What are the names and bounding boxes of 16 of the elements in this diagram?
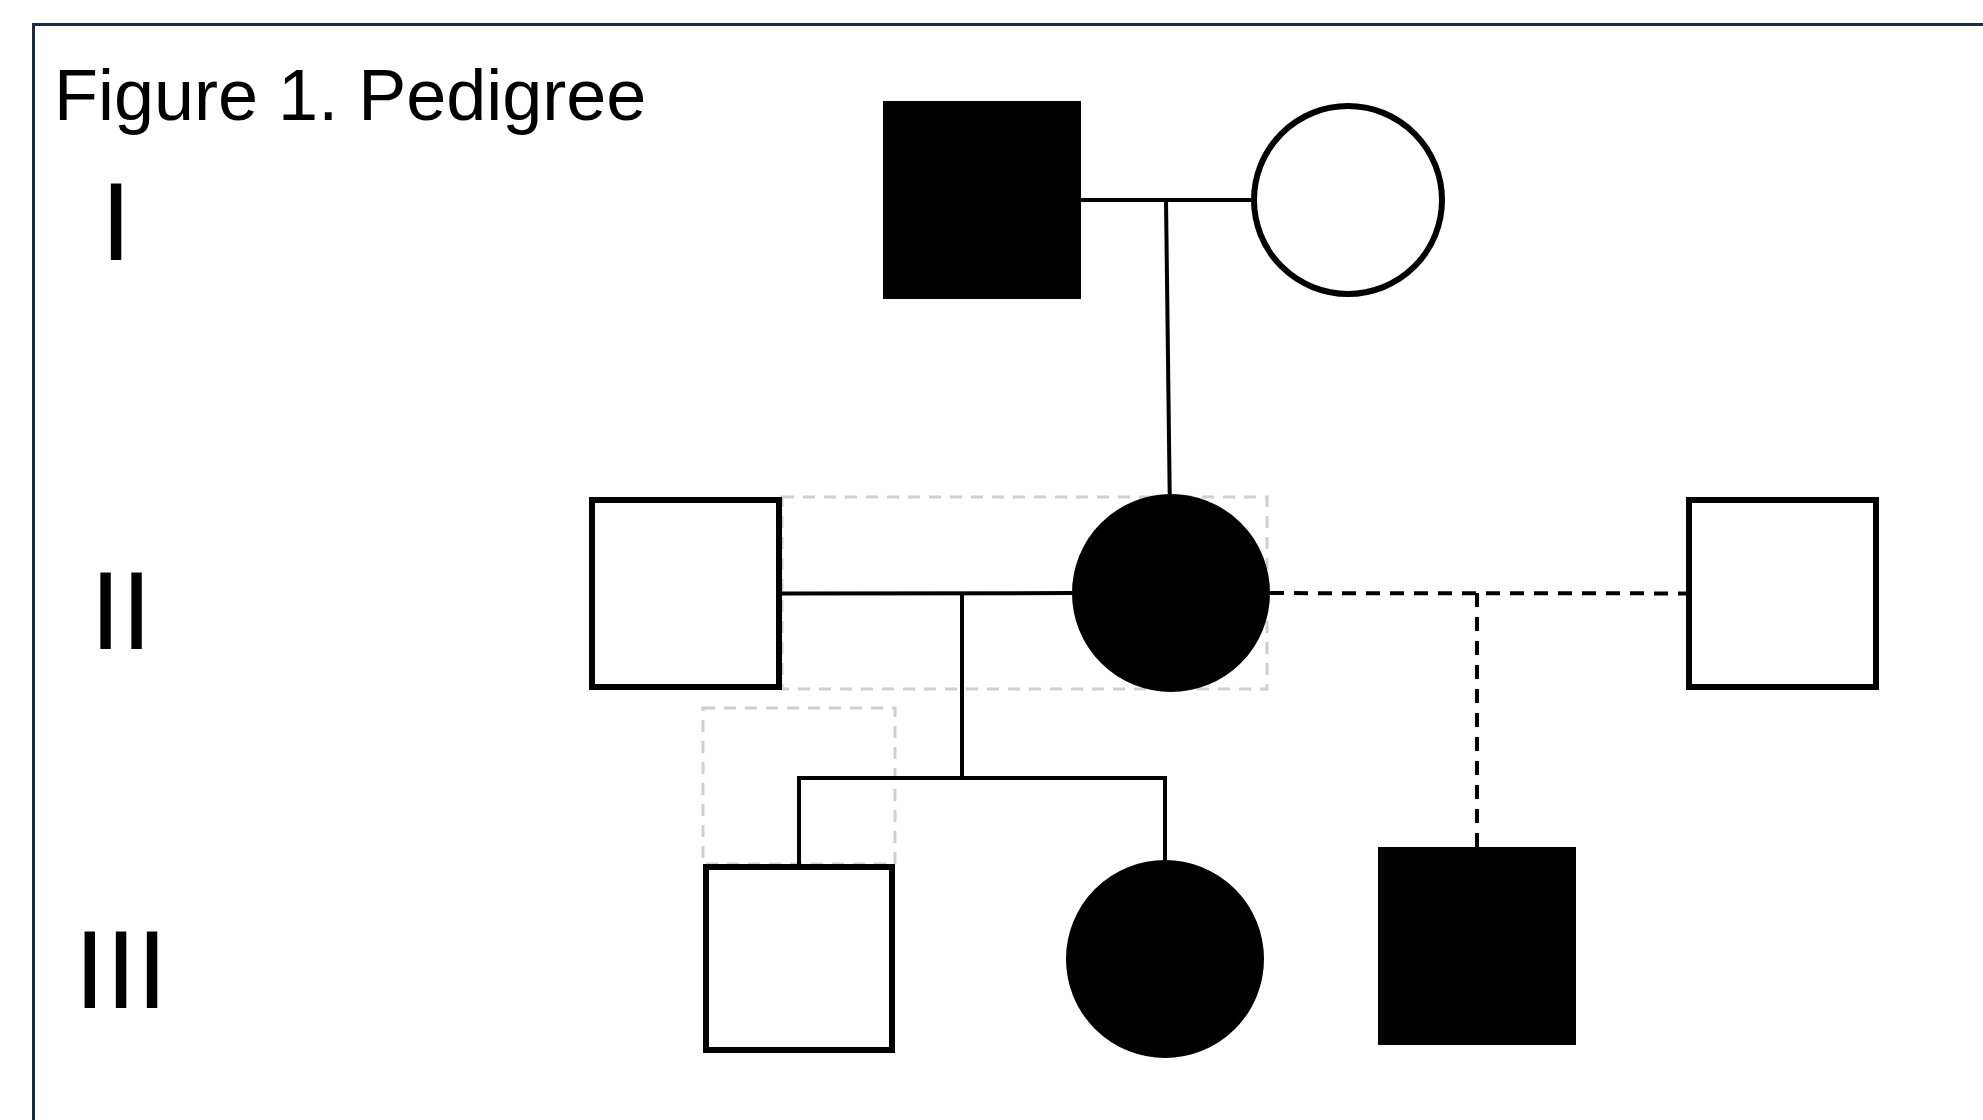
connector-line [1081,198,1251,202]
generation-label: I [100,166,132,278]
circle-symbol [1072,494,1270,692]
square-symbol [883,101,1081,299]
square-symbol [703,864,895,1053]
square-symbol [589,497,782,690]
generation-label: III [74,914,168,1026]
dashed-line [1270,591,1686,596]
square-symbol [1378,847,1576,1045]
generation-label: II [89,555,153,667]
connector-line [960,593,1167,860]
dashed-line [1475,593,1479,847]
connector-line [782,591,1072,596]
square-symbol [1686,497,1879,690]
title: Figure 1. Pedigree [54,56,647,136]
connector-line [1164,199,1172,495]
